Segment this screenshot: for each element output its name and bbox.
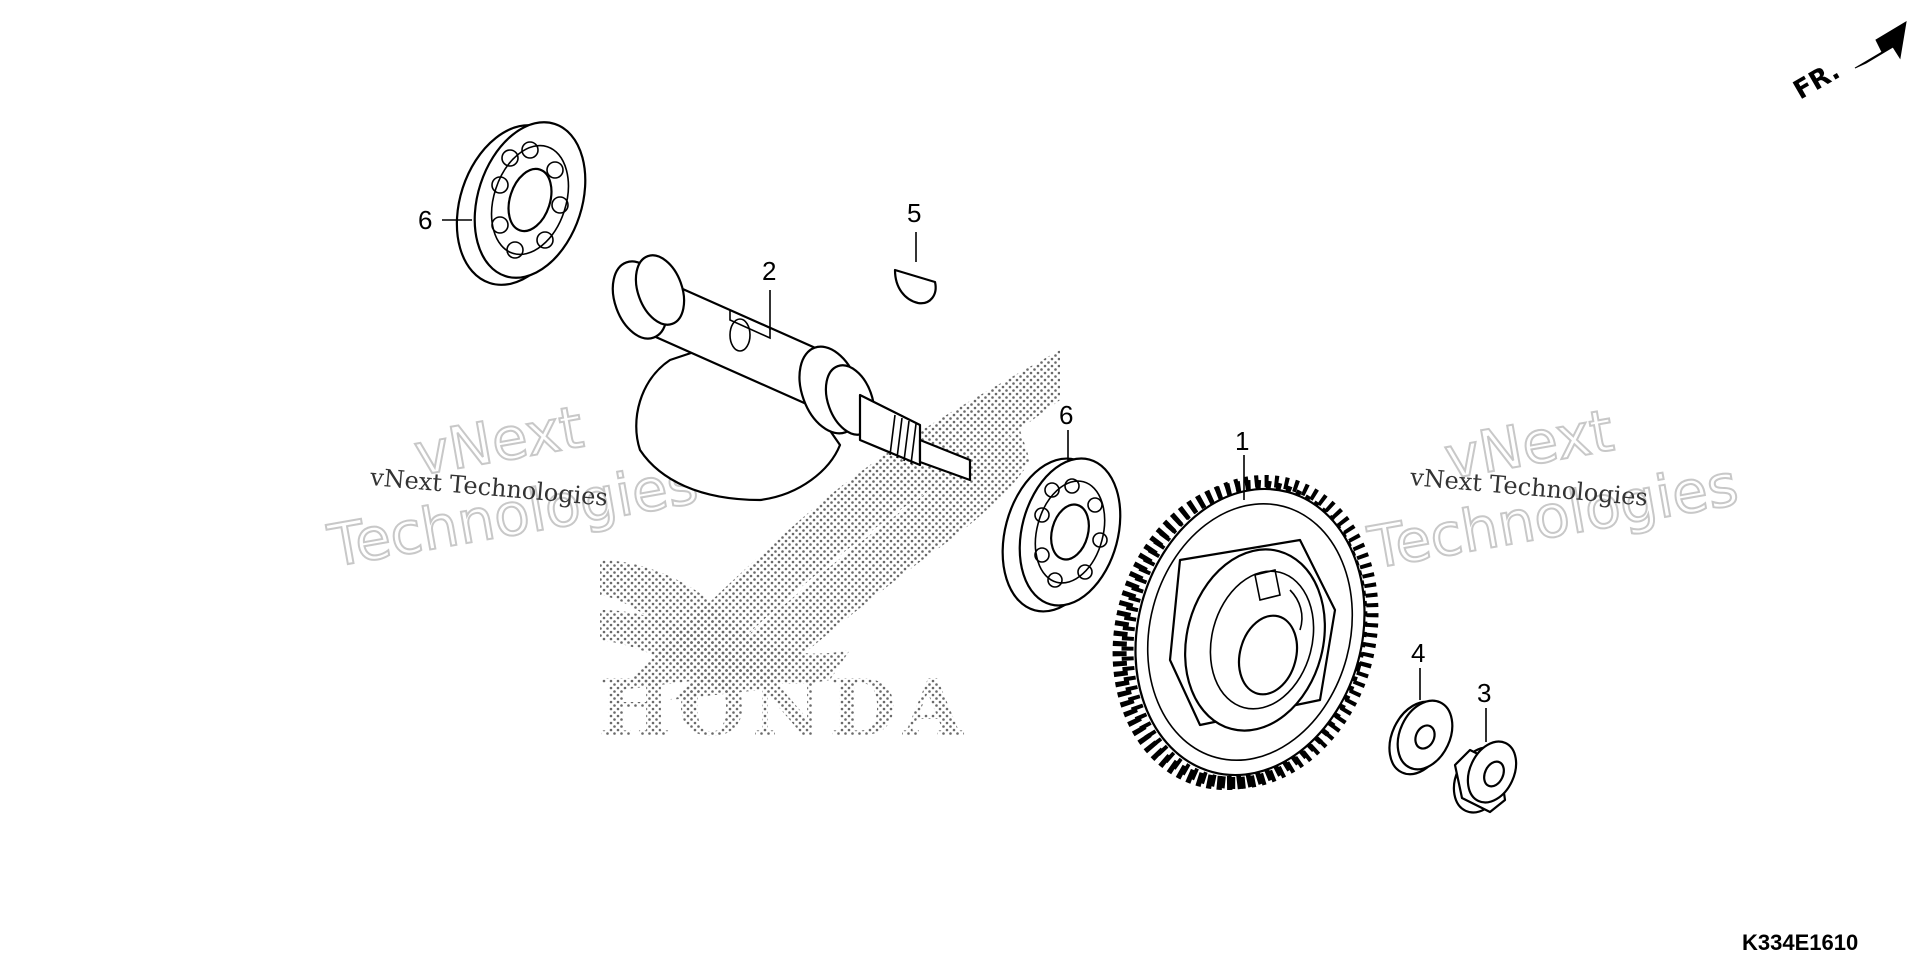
- front-label: FR.: [1789, 56, 1846, 106]
- callout-4: 4: [1411, 638, 1425, 668]
- balancer-shaft: 2: [611, 254, 972, 502]
- bearing-left: 6: [418, 121, 587, 286]
- callout-3: 3: [1477, 678, 1491, 708]
- honda-wing-logo: HONDA: [598, 350, 1060, 754]
- callout-5: 5: [907, 198, 921, 228]
- nut: 3: [1452, 678, 1518, 814]
- callout-1: 1: [1235, 426, 1249, 456]
- callout-6-left: 6: [418, 205, 432, 235]
- balancer-gear: 1: [1112, 426, 1379, 791]
- callout-2: 2: [762, 256, 776, 286]
- front-direction-arrow: FR.: [1789, 21, 1907, 106]
- washer: 4: [1388, 638, 1454, 776]
- callout-6-center: 6: [1059, 400, 1073, 430]
- woodruff-key: 5: [893, 198, 937, 305]
- bearing-center: 6: [1001, 400, 1122, 613]
- drawing-code: K334E1610: [1742, 930, 1858, 955]
- watermark-right: vNext Technologies: [1362, 395, 1744, 583]
- honda-logo-text: HONDA: [598, 663, 969, 754]
